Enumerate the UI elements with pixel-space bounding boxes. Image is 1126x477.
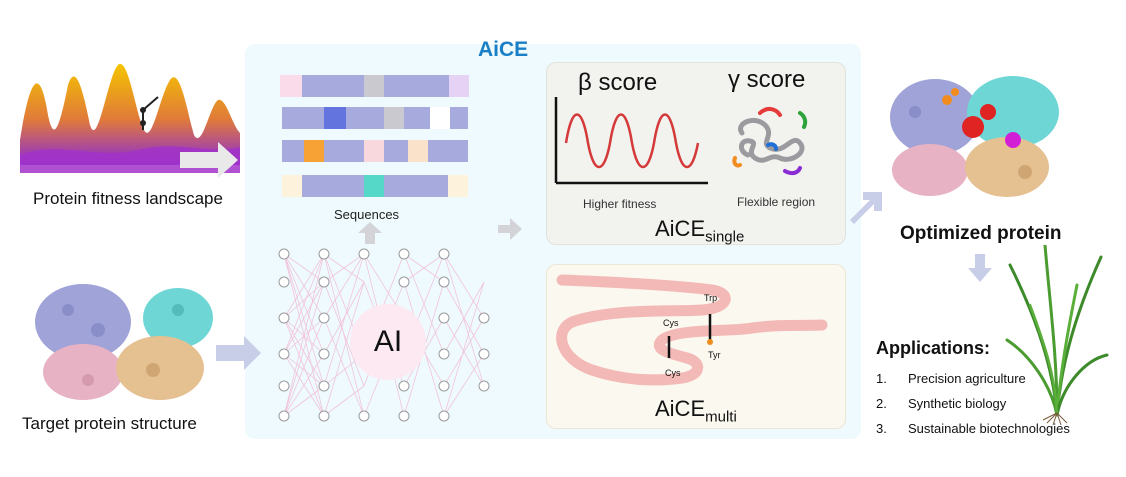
target-protein-image bbox=[35, 284, 213, 400]
right-arrow-icon bbox=[498, 218, 522, 240]
fitness-wave-chart bbox=[554, 97, 708, 185]
trp-label: Trp bbox=[704, 293, 718, 303]
beta-score-label: β score bbox=[578, 69, 658, 96]
application-item-2: 2.Synthetic biology bbox=[876, 396, 1007, 411]
gamma-score-label: γ score bbox=[728, 66, 806, 93]
up-arrow-icon bbox=[358, 222, 382, 244]
tyr-label: Tyr bbox=[708, 350, 721, 360]
higher-fitness-label: Higher fitness bbox=[583, 197, 657, 211]
protein-chain-image bbox=[556, 274, 828, 386]
down-arrow-icon bbox=[968, 254, 992, 282]
optimized-protein-label: Optimized protein bbox=[900, 223, 1062, 244]
landscape-label: Protein fitness landscape bbox=[33, 189, 223, 208]
application-item-3: 3.Sustainable biotechnologies bbox=[876, 421, 1070, 436]
landscape-arrow-icon bbox=[180, 142, 238, 178]
optimized-protein-image bbox=[890, 76, 1059, 197]
cys-top-label: Cys bbox=[663, 318, 679, 328]
structure-arrow-icon bbox=[216, 336, 261, 370]
sequences-label: Sequences bbox=[334, 207, 400, 222]
aice-title: AiCE bbox=[478, 38, 529, 61]
aice-multi-box bbox=[546, 264, 846, 429]
applications-title: Applications: bbox=[876, 338, 991, 358]
structure-label: Target protein structure bbox=[22, 414, 197, 433]
flexible-region-label: Flexible region bbox=[737, 195, 816, 209]
application-item-1: 1.Precision agriculture bbox=[876, 371, 1026, 386]
cys-bottom-label: Cys bbox=[665, 368, 681, 378]
flexible-region-image bbox=[732, 106, 808, 176]
aice-single-label: AiCEsingle bbox=[655, 216, 745, 246]
ai-node: AI bbox=[350, 304, 426, 380]
plant-image bbox=[1005, 245, 1109, 425]
output-arrow-icon bbox=[850, 192, 882, 224]
aice-multi-label: AiCEmulti bbox=[655, 396, 737, 426]
sequences-image bbox=[280, 75, 469, 197]
